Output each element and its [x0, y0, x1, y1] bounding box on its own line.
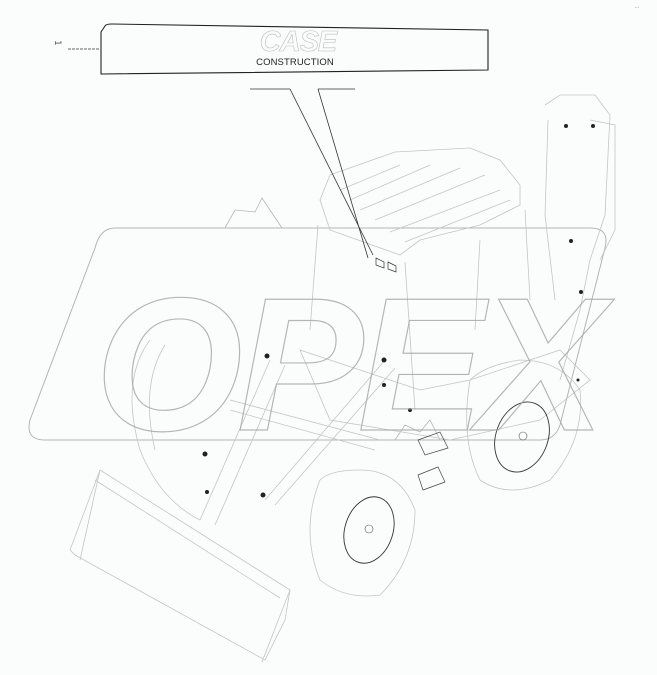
decal-subtitle: CONSTRUCTION — [256, 57, 334, 68]
corner-mark: ... — [634, 4, 639, 10]
watermark-text: OPEX — [94, 259, 605, 471]
callout-number: 1 — [52, 40, 62, 46]
decal-brand-logo: CASE — [259, 26, 337, 58]
